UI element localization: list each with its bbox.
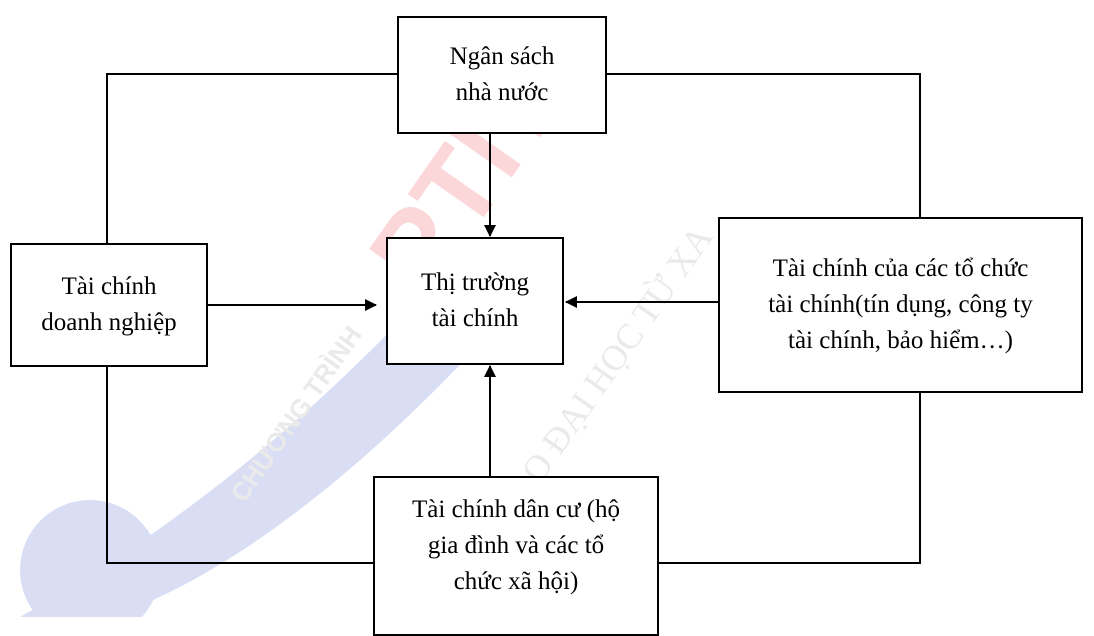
node-doanh-nghiep-label: Tài chính doanh nghiệp [41, 273, 177, 336]
node-tai-chinh-doanh-nghiep: Tài chính doanh nghiệp [10, 243, 208, 367]
node-ngan-sach-nha-nuoc: Ngân sách nhà nước [397, 16, 607, 134]
node-ngan-sach-label: Ngân sách nhà nước [449, 43, 555, 106]
node-tai-chinh-dan-cu: Tài chính dân cư (hộ gia đình và các tổ … [373, 476, 659, 636]
node-dan-cu-label: Tài chính dân cư (hộ gia đình và các tổ … [412, 496, 620, 595]
line-ngan-sach-to-doanh-nghiep [106, 73, 397, 244]
line-to-chuc-to-dan-cu [658, 392, 921, 564]
node-thi-truong-label: Thị trường tài chính [420, 269, 529, 332]
line-doanh-nghiep-to-dan-cu [106, 366, 374, 564]
node-to-chuc-label: Tài chính của các tổ chức tài chính(tín … [768, 255, 1033, 354]
node-thi-truong-tai-chinh: Thị trường tài chính [386, 237, 564, 365]
connectors [106, 73, 921, 564]
line-ngan-sach-to-to-chuc [607, 73, 921, 218]
diagram-canvas: PTIT CHƯƠNG TRÌNH ĐÀO TẠO ĐẠI HỌC TỪ XA … [10, 16, 1083, 636]
node-tai-chinh-to-chuc-tai-chinh: Tài chính của các tổ chức tài chính(tín … [718, 217, 1083, 393]
